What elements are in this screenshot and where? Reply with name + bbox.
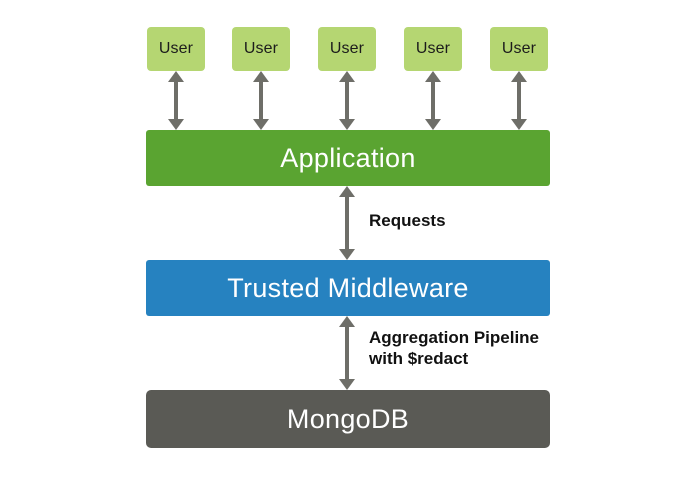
arrow-shaft bbox=[345, 325, 349, 381]
arrow-head-down-icon bbox=[339, 119, 355, 130]
edge-label-requests: Requests bbox=[369, 211, 446, 230]
arrow-head-up-icon bbox=[253, 71, 269, 82]
arrow-shaft bbox=[259, 80, 263, 121]
user-box: User bbox=[147, 27, 205, 71]
user-box-label: User bbox=[158, 40, 194, 57]
user-box-label: User bbox=[415, 40, 451, 57]
arrow-head-up-icon bbox=[339, 316, 355, 327]
middleware-layer-label: Trusted Middleware bbox=[227, 272, 469, 303]
arrow-head-up-icon bbox=[339, 186, 355, 197]
user-box: User bbox=[490, 27, 548, 71]
double-arrow-icon bbox=[339, 316, 355, 390]
arrow-head-down-icon bbox=[425, 119, 441, 130]
double-arrow-icon bbox=[339, 71, 355, 130]
arrow-head-up-icon bbox=[339, 71, 355, 82]
user-box: User bbox=[232, 27, 290, 71]
double-arrow-icon bbox=[511, 71, 527, 130]
arrow-shaft bbox=[345, 80, 349, 121]
double-arrow-icon bbox=[339, 186, 355, 260]
arrow-shaft bbox=[345, 195, 349, 251]
user-box-label: User bbox=[501, 40, 537, 57]
database-layer-label: MongoDB bbox=[286, 403, 410, 434]
arrow-shaft bbox=[517, 80, 521, 121]
arrow-head-down-icon bbox=[511, 119, 527, 130]
user-box-label: User bbox=[329, 40, 365, 57]
double-arrow-icon bbox=[425, 71, 441, 130]
double-arrow-icon bbox=[168, 71, 184, 130]
user-box: User bbox=[404, 27, 462, 71]
middleware-layer-box: Trusted Middleware bbox=[146, 260, 550, 316]
user-box-label: User bbox=[243, 40, 279, 57]
arrow-head-down-icon bbox=[339, 249, 355, 260]
application-layer-label: Application bbox=[280, 142, 416, 173]
arrow-head-down-icon bbox=[168, 119, 184, 130]
edge-label-aggregation-pipeline: Aggregation Pipeline with $redact bbox=[369, 328, 540, 369]
arrow-head-up-icon bbox=[425, 71, 441, 82]
arrow-head-up-icon bbox=[168, 71, 184, 82]
user-box: User bbox=[318, 27, 376, 71]
double-arrow-icon bbox=[253, 71, 269, 130]
application-layer-box: Application bbox=[146, 130, 550, 186]
arrow-head-down-icon bbox=[253, 119, 269, 130]
database-layer-box: MongoDB bbox=[146, 390, 550, 448]
arrow-head-up-icon bbox=[511, 71, 527, 82]
arrow-shaft bbox=[174, 80, 178, 121]
arrow-shaft bbox=[431, 80, 435, 121]
arrow-head-down-icon bbox=[339, 379, 355, 390]
